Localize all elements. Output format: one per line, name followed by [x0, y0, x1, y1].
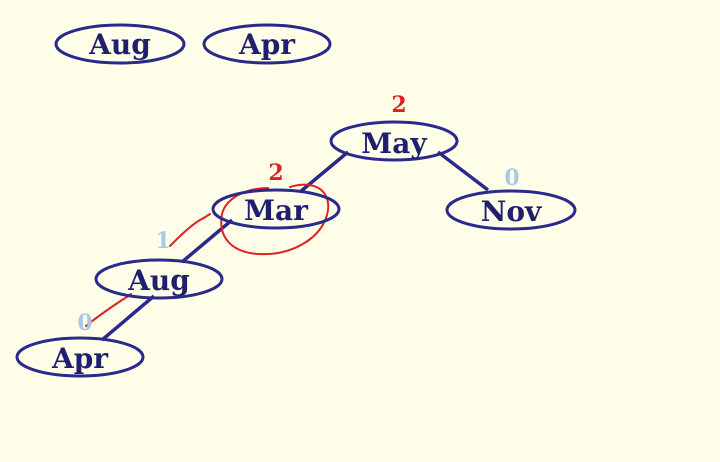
- edge-may-mar: [298, 150, 350, 194]
- tree-node-mar-label: Mar: [244, 194, 309, 227]
- tree-node-may-balance: 2: [391, 92, 406, 118]
- tree-node-nov: Nov 0: [445, 165, 577, 231]
- tree-node-nov-label: Nov: [481, 195, 542, 228]
- pending-node-apr: Apr: [202, 23, 332, 65]
- edge-may-nov: [436, 150, 490, 192]
- tree-nodes: May 2 Mar 2 Nov 0 Aug 1 Apr 0: [15, 92, 577, 378]
- tree-edges: [100, 150, 490, 342]
- tree-node-aug-label: Aug: [127, 264, 190, 297]
- tree-node-may: May 2: [329, 92, 459, 162]
- edge-mar-aug: [180, 218, 234, 264]
- tree-node-mar-balance: 2: [268, 160, 283, 186]
- rotation-circle-annotation: [220, 183, 330, 256]
- pending-node-apr-label: Apr: [238, 28, 296, 61]
- tree-node-aug-balance: 1: [155, 228, 170, 254]
- pending-nodes: Aug Apr: [54, 23, 332, 65]
- edge-aug-apr: [100, 294, 156, 342]
- tree-node-nov-balance: 0: [504, 165, 519, 191]
- tree-node-may-label: May: [361, 127, 427, 160]
- tree-node-apr-balance: 0: [77, 310, 92, 336]
- pending-node-aug: Aug: [54, 23, 186, 65]
- tree-node-aug: Aug 1: [94, 228, 224, 300]
- path-stroke-annotation-upper: [169, 213, 211, 247]
- tree-node-mar: Mar 2: [211, 160, 341, 230]
- tree-node-apr: Apr 0: [15, 310, 145, 378]
- pending-node-aug-label: Aug: [88, 28, 151, 61]
- tree-node-apr-label: Apr: [51, 342, 109, 375]
